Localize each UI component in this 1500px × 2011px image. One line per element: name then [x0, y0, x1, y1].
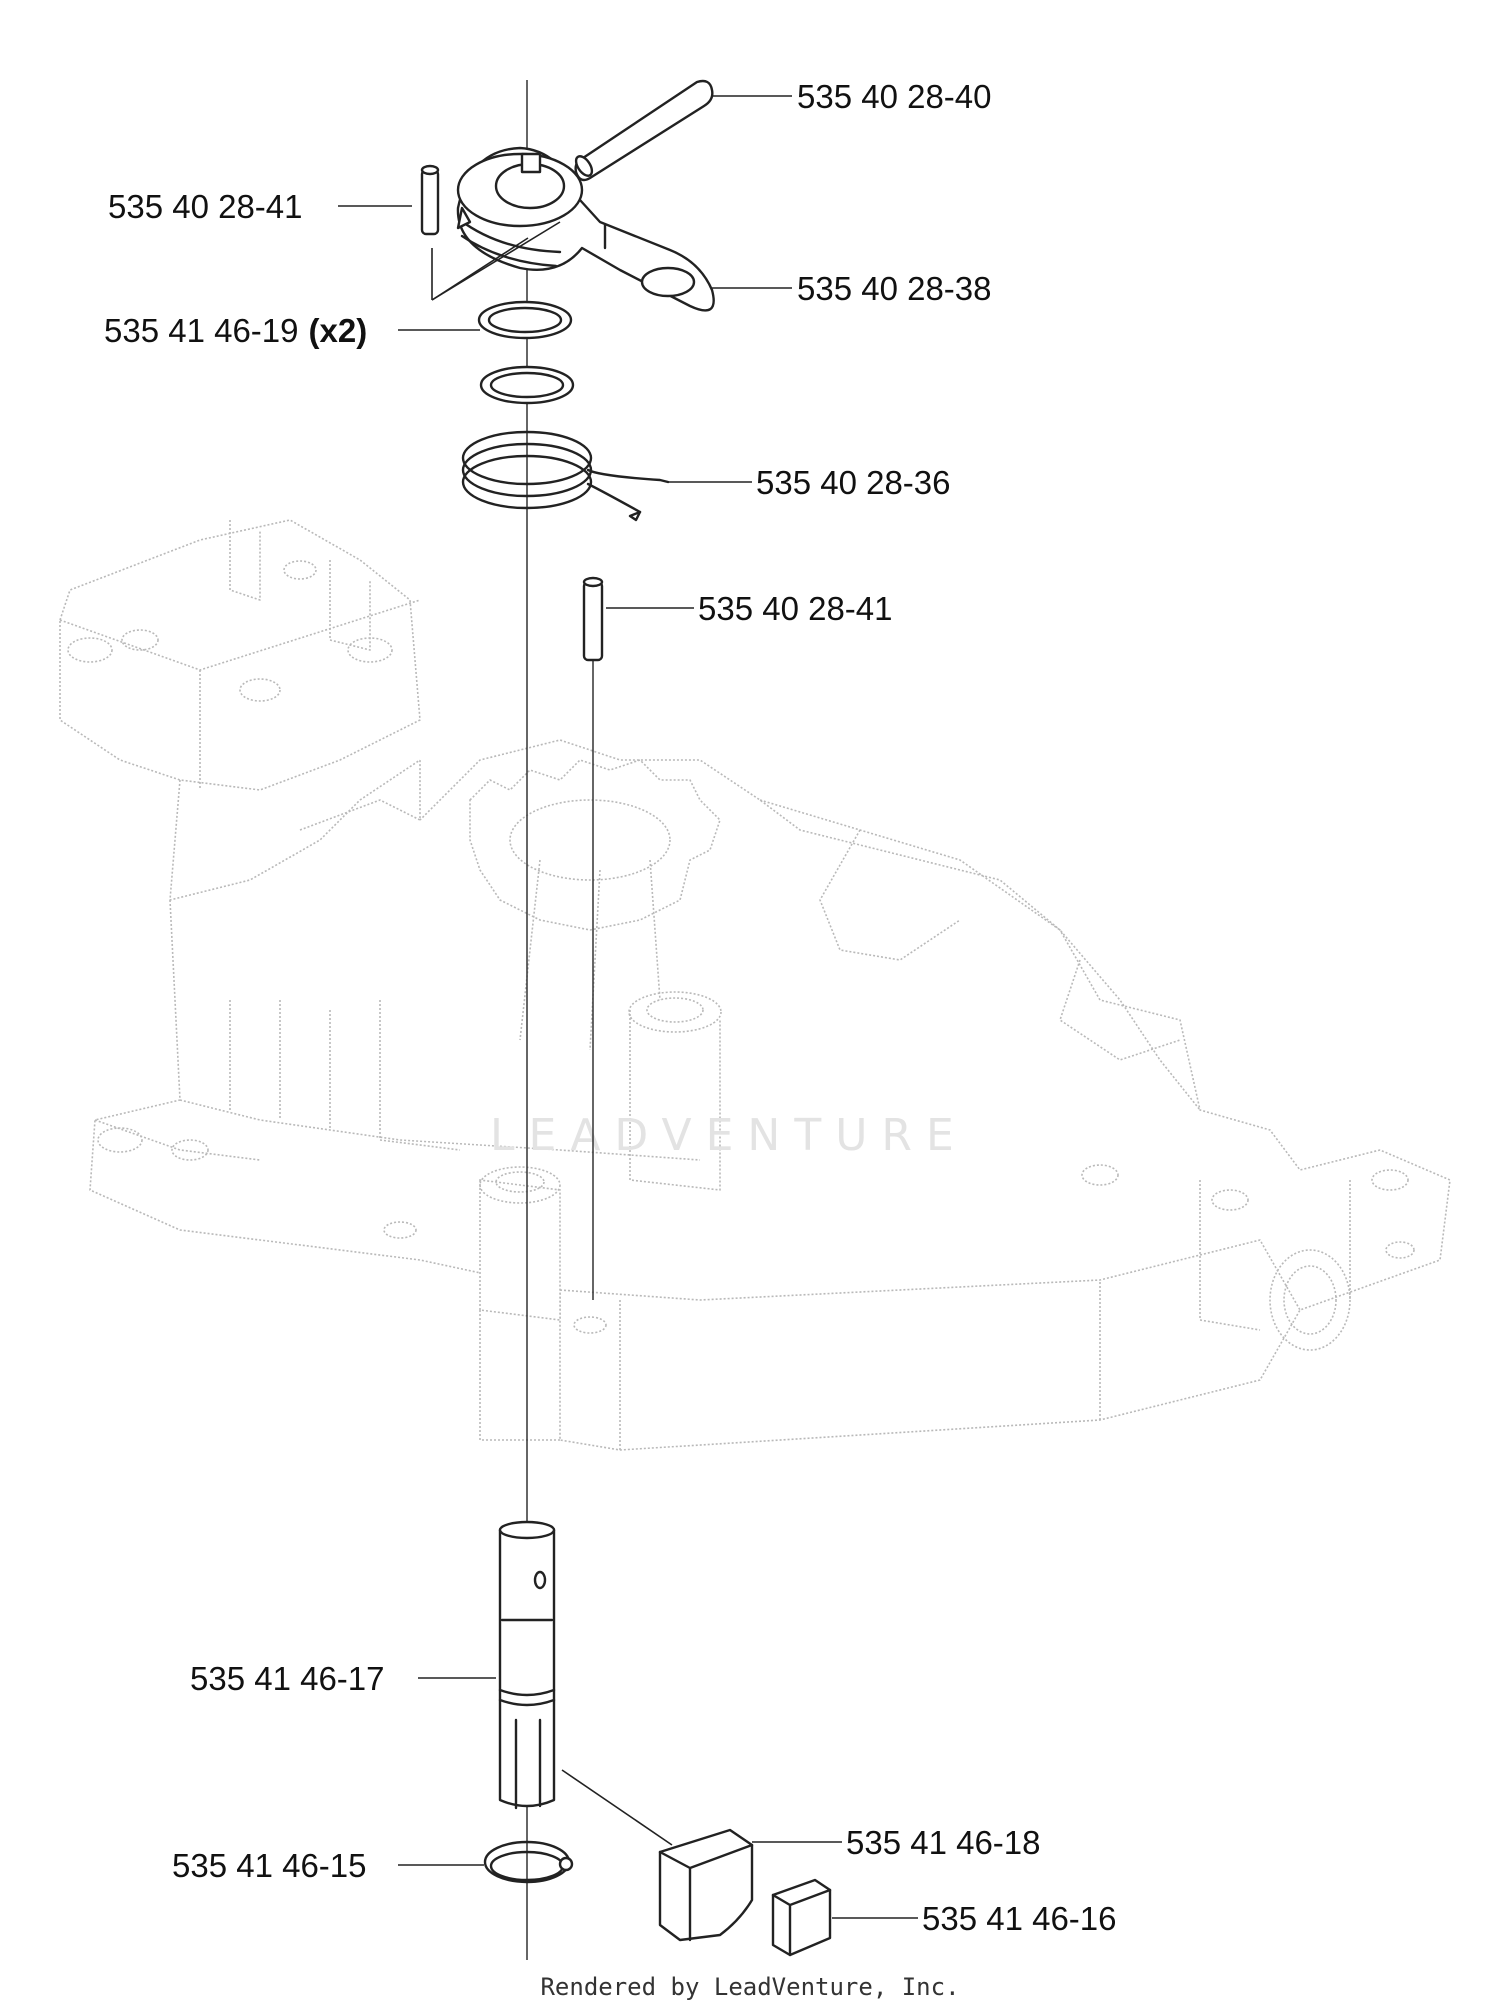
- shaft-part: [498, 1520, 556, 1810]
- watermark-text: LEADVENTURE: [490, 1110, 968, 1161]
- pin-part-right: [582, 576, 604, 662]
- pad-part: [771, 1878, 832, 1957]
- block-part: [658, 1828, 754, 1942]
- control-arm-part: [456, 146, 715, 312]
- leader-lines: [338, 95, 918, 1919]
- circlip-part: [483, 1840, 574, 1884]
- torsion-spring-part: [461, 430, 670, 522]
- pin-part-top: [574, 79, 714, 182]
- label-circlip: 535 41 46-15: [172, 1847, 367, 1884]
- label-control-arm: 535 40 28-38: [797, 270, 992, 307]
- label-shaft: 535 41 46-17: [190, 1660, 385, 1697]
- label-pad: 535 41 46-16: [922, 1900, 1117, 1937]
- pin-part-left: [420, 164, 440, 236]
- footer-credit: Rendered by LeadVenture, Inc.: [540, 1973, 959, 2001]
- label-block: 535 41 46-18: [846, 1824, 1041, 1861]
- label-torsion-spring: 535 40 28-36: [756, 464, 951, 501]
- o-ring-parts: [477, 300, 575, 405]
- label-o-rings: 535 41 46-19(x2): [104, 312, 367, 349]
- label-pin-right: 535 40 28-41: [698, 590, 893, 627]
- label-pin-top: 535 40 28-40: [797, 78, 992, 115]
- label-pin-left: 535 40 28-41: [108, 188, 303, 225]
- shaft-block-connector: [561, 1769, 673, 1846]
- transmission-housing-outline: [59, 519, 1451, 1451]
